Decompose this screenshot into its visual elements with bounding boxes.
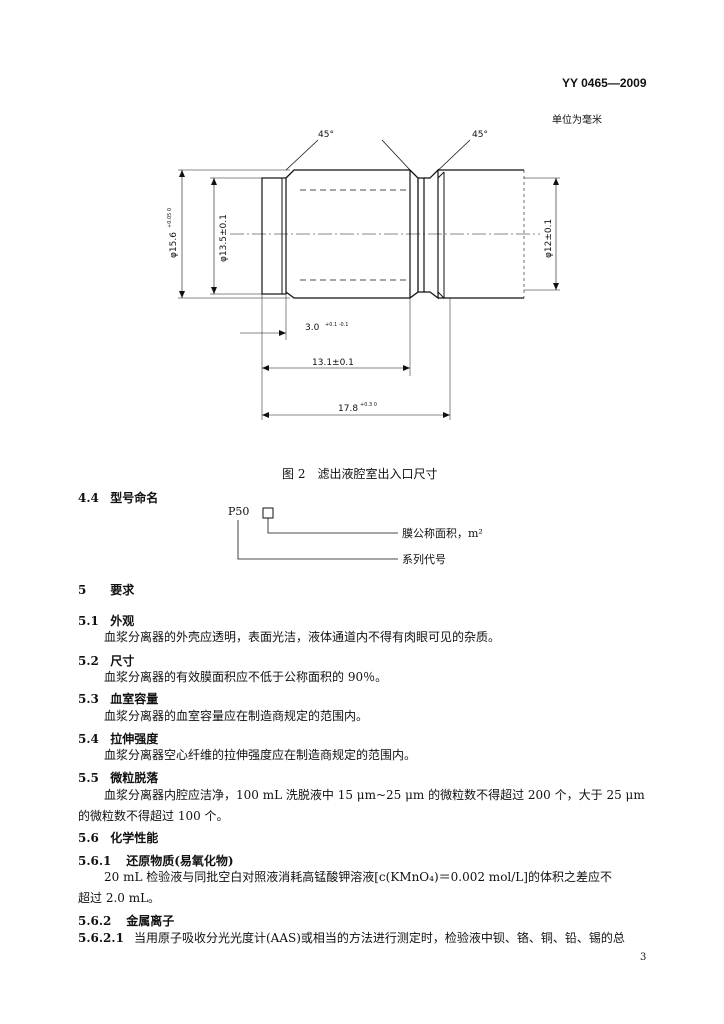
section-title: 金属离子 [126,914,175,928]
inner-diameter-label: φ13.5±0.1 [219,214,229,262]
naming-label-area: 膜公称面积，m² [402,527,483,540]
section-5-5-text-line1: 血浆分离器内腔应洁净，100 mL 洗脱液中 15 μm~25 μm 的微粒数不… [104,788,645,802]
angle-left-label: 45° [318,130,334,140]
section-5-6-heading: 5.6 化学性能 [78,829,158,846]
main-body [285,169,419,299]
right-diameter-label: φ12±0.1 [544,219,554,258]
section-5-4-text: 血浆分离器空心纤维的拉伸强度应在制造商规定的范围内。 [104,748,417,762]
section-5-2-text: 血浆分离器的有效膜面积应不低于公称面积的 90％。 [104,670,388,684]
section-title: 微粒脱落 [110,771,159,785]
section-title: 化学性能 [110,831,159,845]
outer-diameter-tolerance: +0.05 0 [167,208,173,228]
section-5-6-1-text-line2: 超过 2.0 mL。 [78,891,161,905]
naming-label-series: 系列代号 [402,553,446,566]
model-naming-diagram [237,507,398,560]
model-code: P50 [228,505,250,518]
section-5-3-heading: 5.3 血室容量 [78,690,158,707]
section-number: 5.4 [78,732,99,746]
document-number: YY 0465—2009 [562,76,647,90]
section-number: 5.5 [78,771,99,785]
unit-note: 单位为毫米 [552,115,602,126]
section-title: 外观 [110,614,135,628]
code-box [262,507,274,519]
section-5-heading: 5 要求 [78,581,134,598]
figure-caption: 图 2 滤出液腔室出入口尺寸 [282,467,438,481]
section-5-6-1-text-line1: 20 mL 检验液与同批空白对照液消耗高锰酸钾溶液[c(KMnO₄)＝0.002… [104,870,612,884]
section-number: 5.1 [78,614,99,628]
page-number: 3 [640,952,647,963]
section-text: 当用原子吸收分光光度计(AAS)或相当的方法进行测定时，检验液中钡、铬、铜、铅、… [134,931,625,945]
length-3-label: 3.0 [305,323,320,333]
length-17-tolerance: +0.3 0 [360,402,377,408]
length-17-label: 17.8 [338,404,358,414]
section-title: 血室容量 [110,692,159,706]
section-number: 5.6.1 [78,854,112,868]
section-4-4-heading: 4.4 型号命名 [78,489,158,506]
section-title: 还原物质(易氧化物) [126,854,234,868]
section-number: 5.3 [78,692,99,706]
outer-diameter-label: φ15.6 [169,232,179,258]
section-5-3-text: 血浆分离器的血室容量应在制造商规定的范围内。 [104,709,369,723]
angle-right-label: 45° [472,130,488,140]
section-title: 型号命名 [110,491,159,505]
section-5-5-heading: 5.5 微粒脱落 [78,769,158,786]
section-5-6-2-1-text: 5.6.2.1 当用原子吸收分光光度计(AAS)或相当的方法进行测定时，检验液中钡… [78,927,625,949]
length-3-tolerance: +0.1 -0.1 [325,322,349,328]
section-title: 要求 [110,583,135,597]
section-number: 5.6.2 [78,914,112,928]
section-5-5-text-line2: 的微粒数不得超过 100 个。 [78,809,229,823]
dimension-drawing: 45° 45° φ15.6 +0.05 0 φ13.5±0.1 φ12±0.1 … [167,130,560,420]
section-number: 5.6 [78,831,99,845]
section-number: 4.4 [78,491,99,505]
section-5-1-text: 血浆分离器的外壳应透明，表面光洁，液体通道内不得有肉眼可见的杂质。 [104,630,501,644]
section-5-2-heading: 5.2 尺寸 [78,652,134,669]
section-5-4-heading: 5.4 拉伸强度 [78,730,158,747]
section-number: 5.2 [78,654,99,668]
section-5-6-1-heading: 5.6.1 还原物质(易氧化物) [78,852,234,869]
section-number: 5.6.2.1 [78,931,124,945]
section-5-1-heading: 5.1 外观 [78,612,134,629]
section-title: 拉伸强度 [110,732,159,746]
section-title: 尺寸 [110,654,135,668]
section-5-6-2-heading: 5.6.2 金属离子 [78,912,174,929]
length-13-label: 13.1±0.1 [312,358,354,368]
section-number: 5 [78,583,87,597]
